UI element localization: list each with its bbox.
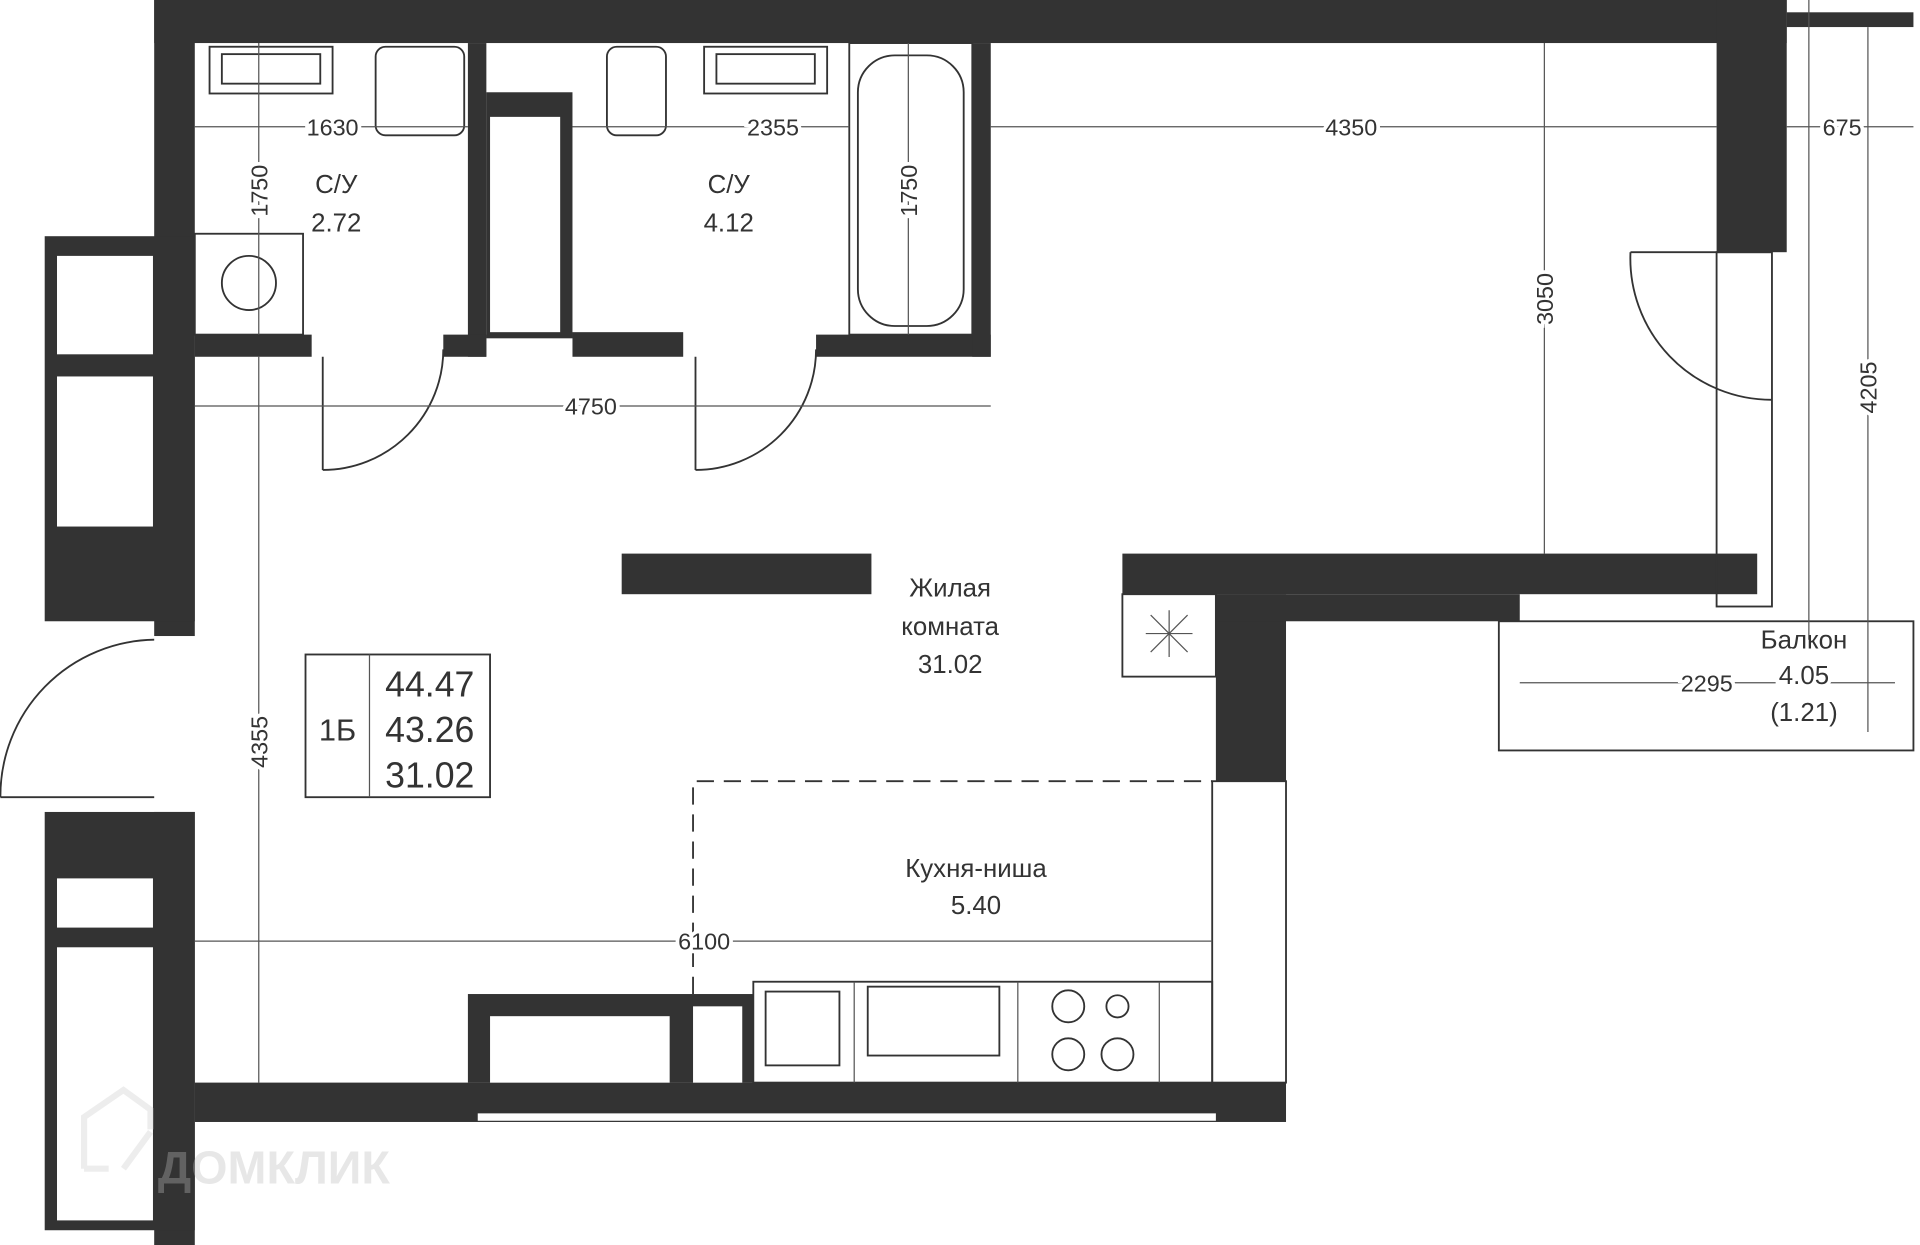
- dim-2355: 2355: [747, 114, 799, 140]
- dim-675: 675: [1823, 114, 1862, 140]
- living-name-2: комната: [901, 613, 999, 641]
- kitchen-area: 5.40: [951, 892, 1001, 920]
- watermark-text: ДОМКЛИК: [158, 1141, 390, 1193]
- area-without-balcony: 43.26: [385, 710, 474, 750]
- balcony-area: 4.05: [1779, 662, 1829, 690]
- dim-1750-a: 1750: [246, 165, 272, 217]
- dim-4355: 4355: [246, 716, 272, 768]
- watermark-logo: ДОМКЛИК: [80, 1086, 390, 1193]
- area-summary: 1Б 44.47 43.26 31.02: [304, 653, 491, 799]
- bath1-area: 2.72: [311, 209, 361, 237]
- kitchen-name: Кухня-ниша: [905, 855, 1047, 883]
- balcony-area-coef: (1.21): [1770, 699, 1837, 727]
- walls: [44, 0, 1914, 1245]
- dim-4350: 4350: [1325, 114, 1377, 140]
- dimension-labels: 1630 2355 4350 675 1750 1750 3050 4205 4…: [243, 111, 1886, 959]
- dim-3050: 3050: [1532, 273, 1558, 325]
- dim-6100: 6100: [678, 929, 730, 955]
- dim-1750-b: 1750: [896, 165, 922, 217]
- bath2-area: 4.12: [704, 209, 754, 237]
- dim-4205: 4205: [1856, 362, 1882, 414]
- dim-4750: 4750: [565, 394, 617, 420]
- bath1-name: С/У: [315, 171, 358, 199]
- balcony-name: Балкон: [1761, 626, 1848, 654]
- living-area-summary: 31.02: [385, 755, 474, 795]
- doors: [0, 251, 1772, 799]
- living-name-1: Жилая: [909, 575, 991, 603]
- dimension-lines: [194, 27, 1914, 1083]
- dim-2295: 2295: [1681, 670, 1733, 696]
- fixtures: [193, 0, 1915, 1084]
- bath2-name: С/У: [708, 171, 751, 199]
- room-labels: С/У 2.72 С/У 4.12 Жилая комната 31.02 Ку…: [311, 171, 1847, 920]
- living-area: 31.02: [918, 651, 983, 679]
- apartment-type: 1Б: [319, 713, 356, 748]
- dim-1630: 1630: [307, 114, 359, 140]
- total-area: 44.47: [385, 664, 474, 704]
